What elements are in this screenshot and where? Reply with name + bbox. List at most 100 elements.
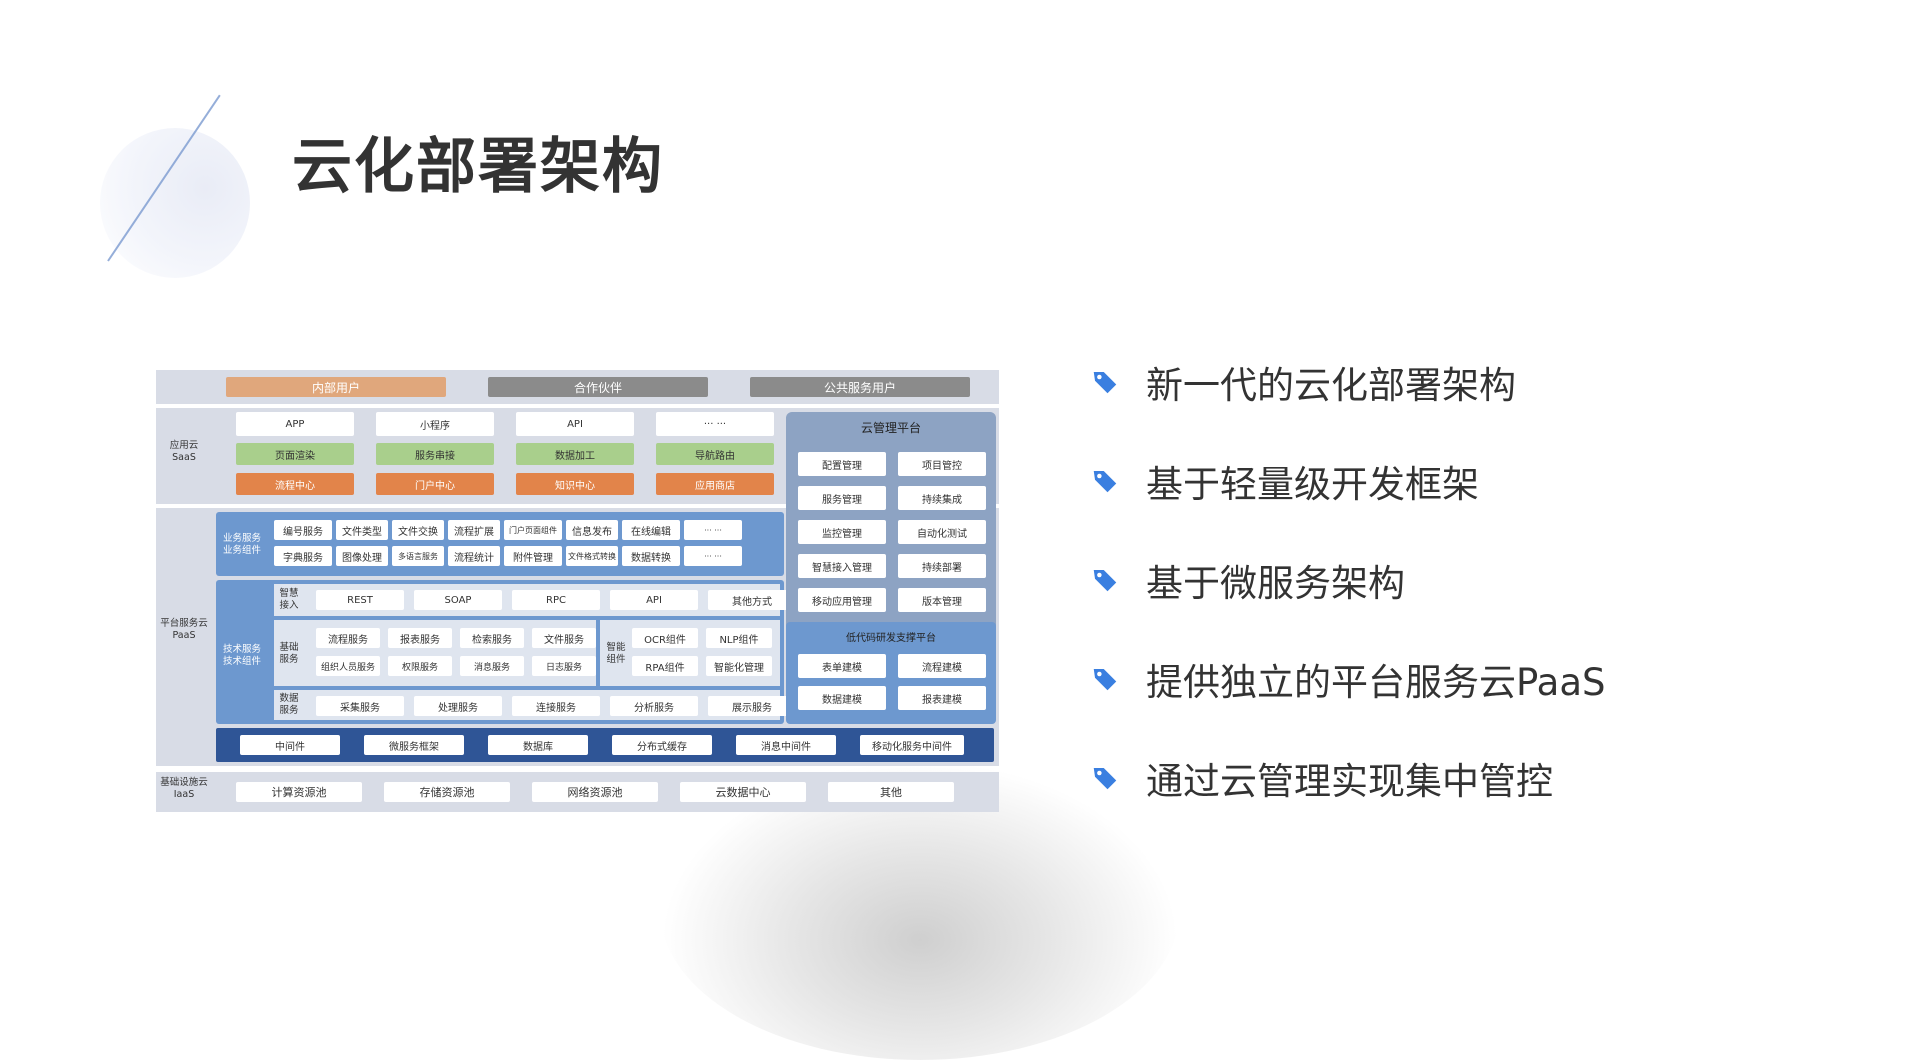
tag-icon [1090,763,1120,793]
tag-icon [1090,565,1120,595]
smart-comp-item: 智能化管理 [706,656,772,676]
biz-item: 编号服务 [274,520,332,540]
middleware-item: 数据库 [488,735,588,755]
bullet-item: 通过云管理实现集中管控 [1090,756,1553,803]
cloud-mgmt-item: 版本管理 [898,588,986,612]
middleware-item: 移动化服务中间件 [860,735,964,755]
smart-access-item: RPC [512,590,600,610]
bullet-item: 新一代的云化部署架构 [1090,360,1516,407]
user-internal: 内部用户 [226,377,446,397]
smart-access-label: 智慧接入 [279,588,299,611]
cloud-mgmt-item: 配置管理 [798,452,886,476]
iaas-item: 网络资源池 [532,782,658,802]
bullet-text: 基于轻量级开发框架 [1146,463,1479,506]
bullet-text: 通过云管理实现集中管控 [1146,760,1553,803]
bullet-item: 基于轻量级开发框架 [1090,459,1479,506]
page-title: 云化部署架构 [292,132,664,202]
saas-row1: APP [236,412,354,436]
basic-item: 权限服务 [388,656,452,676]
middleware-item: 中间件 [240,735,340,755]
smart-comp-item: OCR组件 [632,628,698,648]
data-item: 处理服务 [414,696,502,716]
biz-item: 字典服务 [274,546,332,566]
biz-item: 流程统计 [448,546,500,566]
biz-item: ··· ··· [684,546,742,566]
iaas-item: 其他 [828,782,954,802]
user-public: 公共服务用户 [750,377,970,397]
cloud-mgmt-item: 智慧接入管理 [798,554,886,578]
saas-row1: API [516,412,634,436]
data-label: 数据服务 [279,693,299,716]
biz-item: 在线编辑 [622,520,680,540]
data-item: 连接服务 [512,696,600,716]
tag-icon [1090,367,1120,397]
lowcode-item: 数据建模 [798,686,886,710]
biz-item: 流程扩展 [448,520,500,540]
biz-item: 附件管理 [504,546,562,566]
smart-access-item: 其他方式 [708,590,796,610]
saas-row1: 小程序 [376,412,494,436]
biz-item: 文件交换 [392,520,444,540]
middleware-item: 消息中间件 [736,735,836,755]
saas-row1: ··· ··· [656,412,774,436]
smart-comp-label: 智能组件 [606,642,626,665]
iaas-item: 计算资源池 [236,782,362,802]
data-item: 展示服务 [708,696,796,716]
bullet-text: 基于微服务架构 [1146,562,1405,605]
basic-item: 日志服务 [532,656,596,676]
cloud-mgmt-item: 持续集成 [898,486,986,510]
saas-row2: 服务串接 [376,443,494,465]
biz-item: 数据转换 [622,546,680,566]
saas-row2: 导航路由 [656,443,774,465]
lowcode-title: 低代码研发支撑平台 [846,632,936,644]
middleware-item: 分布式缓存 [612,735,712,755]
middleware-item: 微服务框架 [364,735,464,755]
biz-item: ··· ··· [684,520,742,540]
saas-row3: 流程中心 [236,473,354,495]
data-item: 采集服务 [316,696,404,716]
cloud-mgmt-item: 移动应用管理 [798,588,886,612]
biz-item: 图像处理 [336,546,388,566]
saas-row2: 数据加工 [516,443,634,465]
biz-item: 文件格式转换 [566,546,618,566]
cloud-mgmt-title: 云管理平台 [860,420,921,435]
bullet-text: 提供独立的平台服务云PaaS [1146,661,1606,704]
smart-comp-item: RPA组件 [632,656,698,676]
smart-comp-item: NLP组件 [706,628,772,648]
biz-item: 信息发布 [566,520,618,540]
cloud-mgmt-item: 持续部署 [898,554,986,578]
lowcode-item: 流程建模 [898,654,986,678]
iaas-item: 云数据中心 [680,782,806,802]
lowcode-item: 报表建模 [898,686,986,710]
saas-row3: 门户中心 [376,473,494,495]
basic-item: 消息服务 [460,656,524,676]
bullet-item: 基于微服务架构 [1090,558,1405,605]
basic-item: 检索服务 [460,628,524,648]
cloud-mgmt-item: 服务管理 [798,486,886,510]
basic-item: 文件服务 [532,628,596,648]
tech-label: 技术服务技术组件 [222,644,261,667]
basic-item: 流程服务 [316,628,380,648]
cloud-mgmt-item: 自动化测试 [898,520,986,544]
bullet-item: 提供独立的平台服务云PaaS [1090,657,1605,704]
bullet-text: 新一代的云化部署架构 [1146,364,1516,407]
tag-icon [1090,466,1120,496]
saas-row3: 知识中心 [516,473,634,495]
biz-item: 多语言服务 [392,546,444,566]
lowcode-item: 表单建模 [798,654,886,678]
basic-item: 报表服务 [388,628,452,648]
saas-row2: 页面渲染 [236,443,354,465]
saas-row3: 应用商店 [656,473,774,495]
decorative-circle [100,128,250,278]
iaas-item: 存储资源池 [384,782,510,802]
biz-item: 文件类型 [336,520,388,540]
tag-icon [1090,664,1120,694]
smart-access-item: REST [316,590,404,610]
cloud-mgmt-item: 监控管理 [798,520,886,544]
smart-access-item: SOAP [414,590,502,610]
biz-label: 业务服务业务组件 [222,533,261,556]
